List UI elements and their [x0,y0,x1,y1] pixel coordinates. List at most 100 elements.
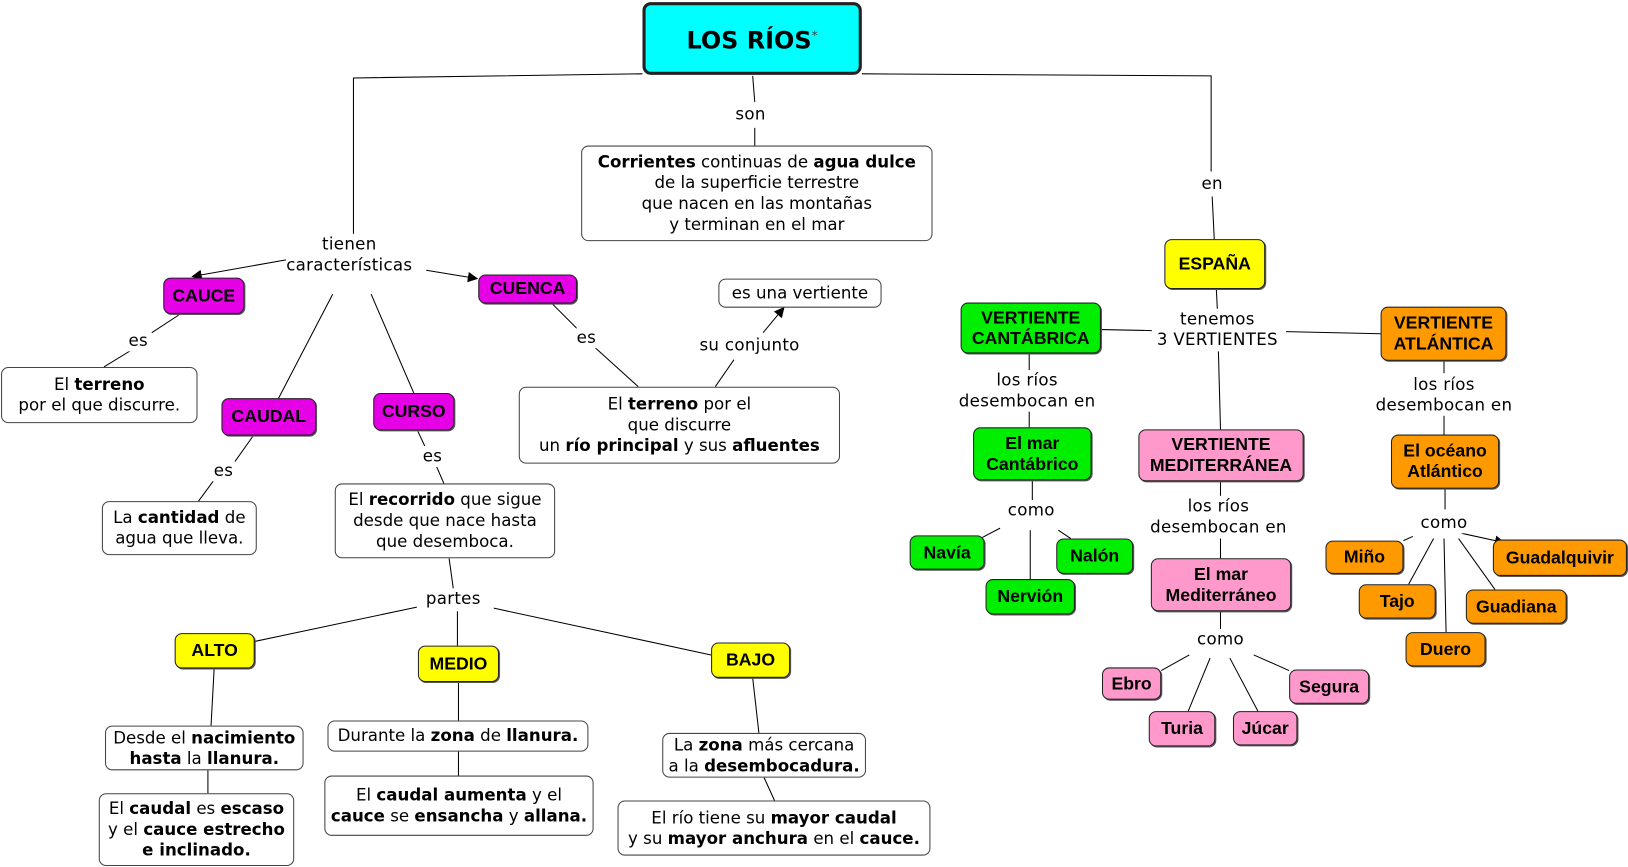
line-connector [370,294,415,394]
concept-line: por el que discurre. [18,395,180,416]
linking-phrase-en[interactable]: en [1201,173,1223,195]
bold-text: VERTIENTE [1171,434,1271,455]
linking-phrase-es-caudal[interactable]: es [213,460,234,482]
linking-phrase-como-atl[interactable]: como [1420,512,1468,534]
bold-text: cantidad [137,507,220,528]
line-connector [1215,288,1218,310]
linking-phrase-su-conjunto[interactable]: su conjunto [699,334,800,356]
phrase-line: los ríos [1187,495,1250,516]
phrase-line: desembocan en [958,390,1096,411]
phrase-line: su conjunto [699,334,800,355]
line-connector [1160,654,1190,671]
linking-phrase-es-curso[interactable]: es [422,445,443,467]
concept-caudal[interactable]: CAUDAL [221,398,317,436]
line-connector [861,73,1212,172]
concept-line: que discurre [628,415,731,436]
line-connector [234,436,254,462]
concept-ebro[interactable]: Ebro [1101,667,1162,700]
concept-curso[interactable]: CURSO [373,392,455,431]
linking-phrase-como-med[interactable]: como [1197,628,1244,650]
text: El [607,394,628,414]
linking-phrase-es-cuenca[interactable]: es [576,327,597,349]
bold-text: caudal [129,798,192,819]
concept-medio[interactable]: MEDIO [417,645,500,682]
concept-segura[interactable]: Segura [1289,669,1370,704]
text: en el [808,828,860,848]
concept-turia[interactable]: Turia [1148,711,1216,747]
bold-text: Nervión [997,586,1064,607]
concept-duero[interactable]: Duero [1405,632,1486,667]
concept-cuenca[interactable]: CUENCA [478,274,577,304]
concept-line: Nervión [997,586,1063,607]
concept-medio-def[interactable]: Durante la zona de llanura. [327,720,589,752]
concept-line: El terreno [54,374,145,395]
concept-bajo[interactable]: BAJO [711,642,791,678]
concept-jucar[interactable]: Júcar [1232,711,1298,746]
concept-nalon[interactable]: Nalón [1056,538,1134,574]
concept-line: y el cauce estrecho [108,819,285,840]
text: que desemboca. [376,531,514,551]
text: se [384,805,415,826]
bold-text: Guadiana [1475,596,1557,616]
concept-line: Tajo [1380,591,1415,612]
bold-text: allana. [523,805,588,826]
concept-line: Mediterráneo [1166,585,1277,606]
bold-text: Segura [1299,676,1360,697]
linking-phrase-es-cauce[interactable]: es [128,330,149,352]
concept-vertiente[interactable]: es una vertiente [718,278,882,308]
concept-tajo[interactable]: Tajo [1358,584,1436,619]
line-connector [594,346,639,388]
bold-text: CUENCA [489,278,566,299]
concept-cauce[interactable]: CAUCE [163,277,245,314]
concept-nervion[interactable]: Nervión [985,579,1075,615]
concept-navia[interactable]: Navía [909,535,985,570]
title-mark: * [811,28,818,43]
linking-phrase-son[interactable]: son [735,103,766,125]
concept-line: es una vertiente [732,283,868,304]
concept-line: Guadalquivir [1506,547,1614,568]
linking-phrase-partes[interactable]: partes [425,588,481,610]
line-connector [151,314,180,334]
phrase-line: en [1201,173,1223,194]
linking-phrase-como-cant[interactable]: como [1007,500,1055,521]
line-connector [714,359,735,388]
bold-text: VERTIENTE [1393,312,1494,333]
bold-text: MEDIO [429,653,488,674]
bold-text: Cantábrico [986,453,1079,474]
title-concept[interactable]: LOS RÍOS* [642,2,862,75]
text: El [53,374,75,395]
bold-text: afluentes [732,435,820,456]
bold-text: río principal [565,435,679,456]
phrase-line: desembocan en [1150,516,1287,537]
concept-guadiana[interactable]: Guadiana [1465,589,1567,624]
concept-espana[interactable]: ESPAÑA [1164,239,1266,290]
line-connector [1229,657,1259,712]
concept-guadalquivir[interactable]: Guadalquivir [1492,539,1627,576]
text: de [219,507,246,528]
concept-alto[interactable]: ALTO [174,633,255,669]
concept-mino[interactable]: Miño [1325,540,1404,574]
text: y terminan en el mar [669,214,845,234]
bold-text: BAJO [726,649,776,670]
